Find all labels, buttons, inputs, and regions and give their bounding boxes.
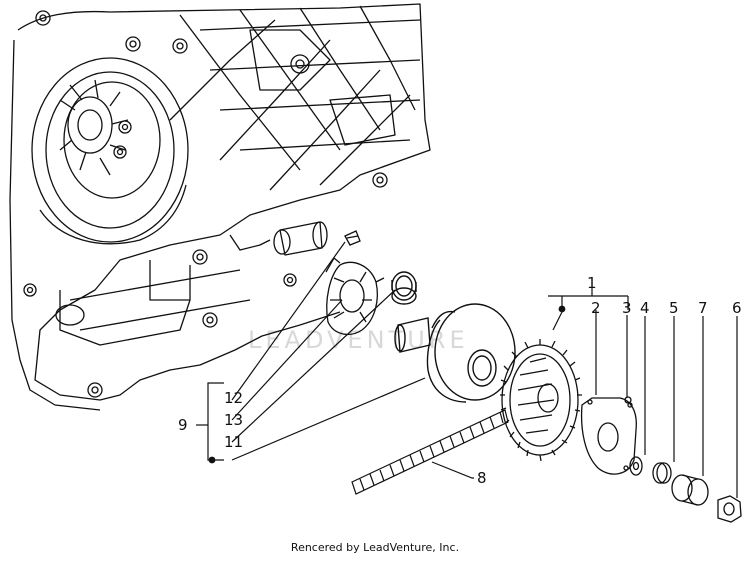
- callout-5: 5: [669, 299, 679, 317]
- engine-casing: [9, 3, 431, 411]
- spacer-part: [652, 462, 672, 484]
- leader-lines: [196, 241, 738, 498]
- callout-11: 11: [224, 433, 243, 451]
- callout-6: 6: [732, 299, 742, 317]
- callout-3: 3: [622, 299, 632, 317]
- clip-part: [344, 230, 361, 246]
- callout-12: 12: [224, 389, 243, 407]
- callout-9: 9: [178, 416, 188, 434]
- nut-part: [717, 495, 742, 523]
- sleeve-part: [671, 474, 709, 506]
- pulley-part: [394, 303, 516, 403]
- bullet-dot: [208, 456, 216, 464]
- callout-1: 1: [587, 274, 597, 292]
- callout-8: 8: [477, 469, 487, 487]
- callout-4: 4: [640, 299, 650, 317]
- credit-footer: Rencered by LeadVenture, Inc.: [290, 541, 460, 554]
- callout-7: 7: [698, 299, 708, 317]
- callout-13: 13: [224, 411, 243, 429]
- callout-2: 2: [591, 299, 601, 317]
- plate-part: [580, 396, 637, 475]
- ramp-plate-part: [325, 257, 385, 336]
- washer-part: [629, 456, 643, 476]
- bushing-part: [391, 271, 417, 305]
- drive-belt-part: [351, 409, 509, 495]
- fan-impeller-part: [500, 339, 582, 462]
- bullet-dot: [558, 305, 566, 313]
